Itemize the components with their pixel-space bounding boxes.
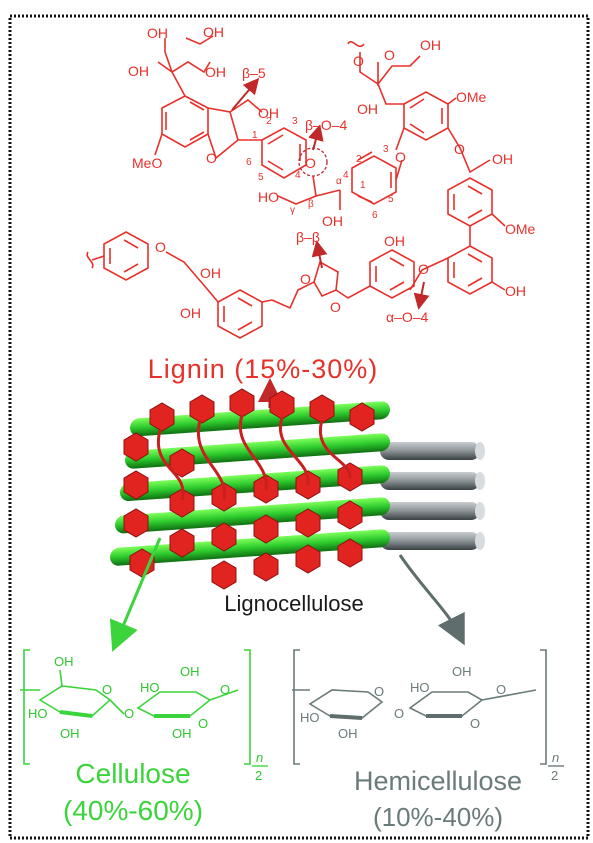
atom-number: 5 xyxy=(388,194,394,205)
o-label: O xyxy=(220,682,230,697)
oh-label: OH xyxy=(452,664,472,679)
lignocellulose-label: Lignocellulose xyxy=(224,591,363,616)
oh-label: OH xyxy=(205,64,226,80)
hemicellulose-pointer-arrow xyxy=(398,554,465,646)
oh-label: OH xyxy=(258,105,279,121)
cellulose-structure: OH HO OH O O HO OH OH O O n 2 xyxy=(20,649,268,783)
oh-label: OH xyxy=(172,726,192,741)
ho-label: HO xyxy=(300,710,320,725)
cellulose-subscript-d: 2 xyxy=(255,768,262,783)
oh-label: OH xyxy=(338,726,358,741)
oh-label: OH xyxy=(384,233,405,249)
ring-oxygen-label: O xyxy=(206,150,217,166)
ether-oxygen-label: O xyxy=(395,149,406,165)
cellulose-subscript-n: n xyxy=(256,750,263,765)
cellulose-percent: (40%-60%) xyxy=(63,795,203,826)
cellulose-title: Cellulose xyxy=(75,758,190,789)
ho-label: HO xyxy=(410,680,430,695)
atom-number: 1 xyxy=(252,130,258,141)
oh-label: OH xyxy=(180,305,201,321)
o-label: O xyxy=(384,47,395,63)
oh-label: OH xyxy=(420,37,441,53)
cellulose-pointer-arrow xyxy=(109,537,162,652)
oh-label: OH xyxy=(492,151,513,167)
ether-oxygen-label: O xyxy=(305,155,316,171)
lignin-title: Lignin (15%-30%) xyxy=(148,354,379,384)
atom-number: 6 xyxy=(372,210,378,221)
oh-label: OH xyxy=(128,63,149,79)
o-label: O xyxy=(454,141,465,157)
hemicellulose-percent: (10%-40%) xyxy=(373,802,503,832)
atom-number: 5 xyxy=(258,172,264,183)
o-label: O xyxy=(124,706,134,721)
ho-label: HO xyxy=(28,706,48,721)
atom-number: 3 xyxy=(383,144,389,155)
oh-label: OH xyxy=(54,654,74,669)
gamma-label: γ xyxy=(290,205,295,216)
o-label: O xyxy=(418,261,429,277)
o-label: O xyxy=(374,684,384,699)
lignin-strands xyxy=(156,414,352,501)
oh-label: OH xyxy=(200,265,221,281)
oh-label: OH xyxy=(322,213,343,229)
alpha-o-4-linkage-label: α–O–4 xyxy=(386,309,429,325)
oh-label: OH xyxy=(147,25,168,41)
ho-label: HO xyxy=(258,189,279,205)
o-label: O xyxy=(353,53,364,69)
hemicellulose-rods xyxy=(380,442,485,550)
oh-label: OH xyxy=(357,101,378,117)
o-label: O xyxy=(300,271,311,287)
o-label: O xyxy=(330,299,341,315)
o-label: O xyxy=(496,682,506,697)
lignocellulose-bundle xyxy=(110,388,485,590)
ome-label: OMe xyxy=(505,221,536,237)
o-label: O xyxy=(102,682,112,697)
lignin-structure: OH OH OH OH O MeO OH β–5 1 2 3 4 5 6 O xyxy=(86,24,536,339)
oh-label: OH xyxy=(180,664,200,679)
dotted-border xyxy=(8,14,590,840)
atom-number: 4 xyxy=(343,170,349,181)
o-label: O xyxy=(394,706,404,721)
hemicellulose-subscript-d: 2 xyxy=(551,768,558,783)
alpha-label: α xyxy=(336,176,342,187)
hemicellulose-title: Hemicellulose xyxy=(354,766,522,796)
beta-o-4-linkage-label: β–O–4 xyxy=(305,117,348,133)
meo-label: MeO xyxy=(132,155,162,171)
hemicellulose-subscript-n: n xyxy=(552,750,559,765)
o-label: O xyxy=(198,716,208,731)
oh-label: OH xyxy=(203,24,224,40)
oh-label: OH xyxy=(505,283,526,299)
atom-number: 2 xyxy=(356,154,362,165)
atom-number: 2 xyxy=(266,116,272,127)
ho-label: HO xyxy=(140,680,160,695)
o-label: O xyxy=(470,716,480,731)
atom-number: 3 xyxy=(292,116,298,127)
beta-label: β xyxy=(308,199,314,210)
beta-beta-linkage-label: β–β xyxy=(296,229,320,245)
atom-number: 6 xyxy=(246,157,252,168)
atom-number: 4 xyxy=(295,170,301,181)
ome-label: OMe xyxy=(456,89,487,105)
hemicellulose-structure: HO OH O O HO OH O O n 2 xyxy=(292,649,564,783)
o-label: O xyxy=(155,239,166,255)
oh-label: OH xyxy=(60,726,80,741)
beta-5-linkage-label: β–5 xyxy=(242,65,266,81)
atom-number: 1 xyxy=(360,180,366,191)
